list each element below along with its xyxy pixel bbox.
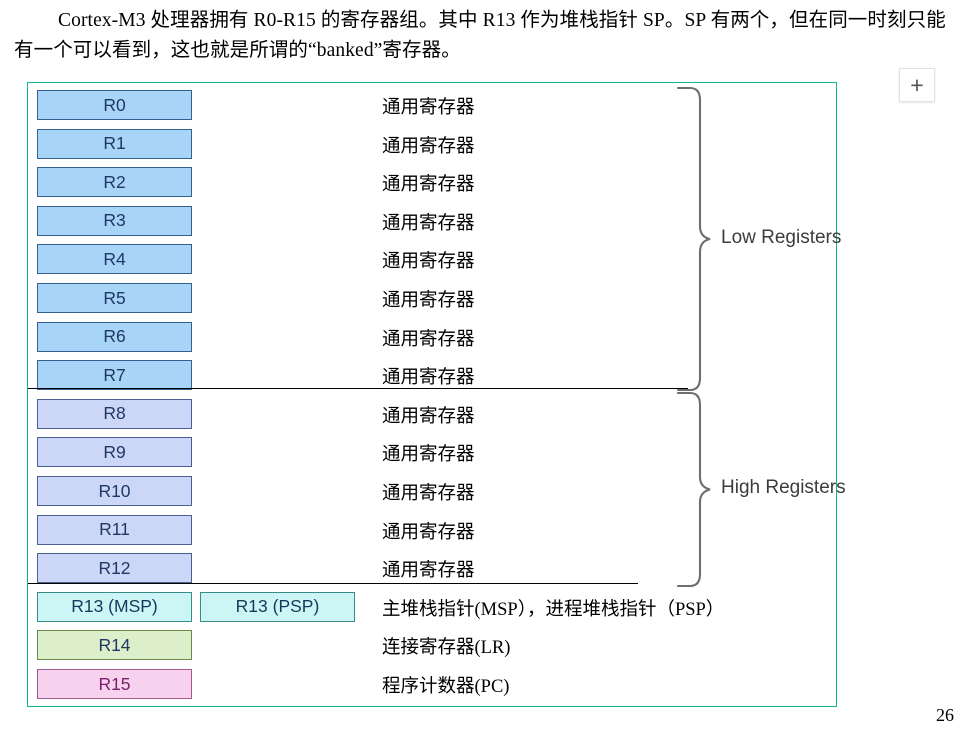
register-row: R15 程序计数器(PC) xyxy=(28,666,838,705)
register-description: 通用寄存器 xyxy=(382,291,475,311)
register-box-r9[interactable]: R9 xyxy=(37,437,192,468)
separator-high-special xyxy=(28,583,638,584)
register-description: 主堆栈指针(MSP），进程堆栈指针（PSP） xyxy=(382,599,725,620)
register-description: 连接寄存器(LR) xyxy=(382,638,511,659)
register-box-r13-psp[interactable]: R13 (PSP) xyxy=(200,591,355,622)
register-box-r13-msp-[interactable]: R13 (MSP) xyxy=(37,591,192,622)
register-description: 通用寄存器 xyxy=(382,368,475,389)
register-box-r15[interactable]: R15 xyxy=(37,669,192,699)
register-description: 通用寄存器 xyxy=(382,136,475,157)
register-box-r8[interactable]: R8 xyxy=(37,398,192,429)
separator-low-high xyxy=(28,388,688,389)
register-row: R3 通用寄存器 xyxy=(28,203,838,242)
register-box-r0[interactable]: R0 xyxy=(37,90,192,120)
register-description: 通用寄存器 xyxy=(382,522,475,543)
high-registers-brace xyxy=(676,391,711,588)
register-box-r6[interactable]: R6 xyxy=(37,321,192,352)
register-box-r11[interactable]: R11 xyxy=(37,514,192,545)
register-row: R7 通用寄存器 xyxy=(28,357,838,396)
register-row: R1 通用寄存器 xyxy=(28,126,838,165)
register-row: R0 通用寄存器 xyxy=(28,87,838,126)
low-registers-label: Low Registers xyxy=(721,227,842,248)
page-number: 26 xyxy=(936,705,954,725)
low-registers-brace xyxy=(676,86,711,392)
register-row: R13 (MSP) R13 (PSP) 主堆栈指针(MSP），进程堆栈指针（PSP） xyxy=(28,589,838,628)
register-box-r5[interactable]: R5 xyxy=(37,283,192,313)
register-box-r2[interactable]: R2 xyxy=(37,167,192,198)
register-description: 通用寄存器 xyxy=(382,406,475,427)
intro-paragraph: Cortex-M3 处理器拥有 R0-R15 的寄存器组。其中 R13 作为堆栈… xyxy=(14,10,946,61)
register-row: R12 通用寄存器 xyxy=(28,550,838,589)
register-diagram: R0 通用寄存器 R1 通用寄存器 R2 通用寄存器 R3 通用寄存器 R4 通用寄存器 R5 通用寄… xyxy=(27,82,846,707)
register-box-r1[interactable]: R1 xyxy=(37,128,192,159)
register-row: R2 通用寄存器 xyxy=(28,164,838,203)
register-box-r3[interactable]: R3 xyxy=(37,205,192,236)
register-row: R11 通用寄存器 xyxy=(28,512,838,551)
register-box-r7[interactable]: R7 xyxy=(37,360,192,391)
register-box-r10[interactable]: R10 xyxy=(37,476,192,506)
register-description: 通用寄存器 xyxy=(382,213,475,234)
register-description: 通用寄存器 xyxy=(382,484,475,504)
plus-icon: + xyxy=(910,71,924,98)
register-description: 程序计数器(PC) xyxy=(382,677,510,697)
register-description: 通用寄存器 xyxy=(382,98,475,118)
register-box-r14[interactable]: R14 xyxy=(37,630,192,661)
register-row: R14 连接寄存器(LR) xyxy=(28,627,838,666)
register-row: R4 通用寄存器 xyxy=(28,241,838,280)
register-row: R6 通用寄存器 xyxy=(28,319,838,358)
register-description: 通用寄存器 xyxy=(382,175,475,196)
register-row: R8 通用寄存器 xyxy=(28,396,838,435)
zoom-in-button[interactable]: + xyxy=(899,68,935,102)
high-registers-label: High Registers xyxy=(721,477,846,498)
register-box-r12[interactable]: R12 xyxy=(37,553,192,584)
register-description: 通用寄存器 xyxy=(382,252,475,273)
register-description: 通用寄存器 xyxy=(382,561,475,582)
register-description: 通用寄存器 xyxy=(382,329,475,350)
register-row: R5 通用寄存器 xyxy=(28,280,838,319)
register-box-r4[interactable]: R4 xyxy=(37,244,192,275)
register-row: R10 通用寄存器 xyxy=(28,473,838,512)
register-description: 通用寄存器 xyxy=(382,445,475,466)
register-row: R9 通用寄存器 xyxy=(28,434,838,473)
